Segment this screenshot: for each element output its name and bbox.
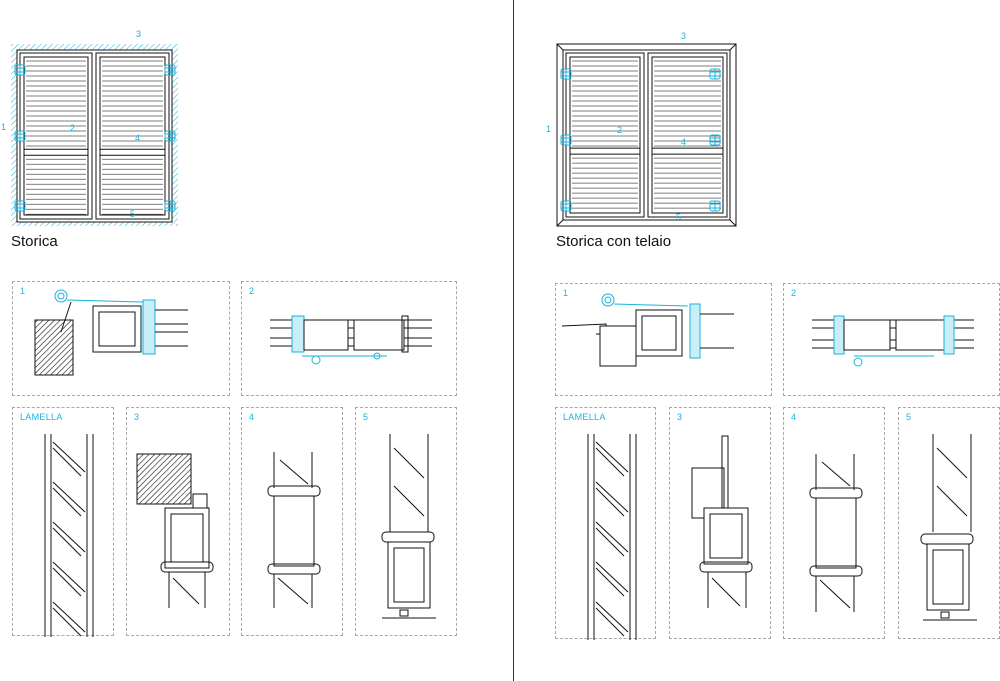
callout-1: 1: [1, 122, 7, 132]
left-title: Storica: [11, 233, 58, 250]
right-title: Storica con telaio: [556, 233, 672, 250]
panel-label: 1: [563, 288, 569, 298]
panel-label: 5: [363, 412, 369, 422]
left-detail-panel-1: 1: [12, 281, 230, 396]
callout-3: 3: [681, 31, 687, 41]
callout-5: 5: [676, 212, 682, 222]
left-detail-panel-2: 2: [241, 281, 457, 396]
callout-2: 2: [70, 123, 76, 133]
panel-label: LAMELLA: [20, 412, 63, 422]
panel-label: 2: [249, 286, 255, 296]
right-detail-panel-1: 1: [555, 283, 772, 396]
panel-label: LAMELLA: [563, 412, 606, 422]
callout-5: 5: [130, 209, 136, 219]
callout-2: 2: [617, 125, 623, 135]
panel-label: 3: [677, 412, 683, 422]
callout-4: 4: [681, 137, 687, 147]
right-detail-panel-lamella: LAMELLA: [555, 407, 656, 640]
right-elevation-drawing: [556, 43, 737, 227]
left-detail-panel-5: 5: [355, 407, 457, 636]
callout-4: 4: [135, 133, 141, 143]
panel-label: 4: [249, 412, 255, 422]
panel-label: 4: [791, 412, 797, 422]
left-detail-panel-4: 4: [241, 407, 343, 636]
panel-label: 5: [906, 412, 912, 422]
center-divider: [513, 0, 514, 681]
callout-1: 1: [546, 124, 552, 134]
callout-3: 3: [136, 29, 142, 39]
right-detail-panel-2: 2: [783, 283, 1000, 396]
right-detail-panel-5: 5: [898, 407, 1000, 639]
right-detail-panel-4: 4: [783, 407, 885, 639]
panel-label: 3: [134, 412, 140, 422]
left-detail-panel-3: 3: [126, 407, 230, 636]
left-detail-panel-lamella: LAMELLA: [12, 407, 114, 637]
right-detail-panel-3: 3: [669, 407, 771, 639]
left-elevation-drawing: [11, 44, 178, 226]
panel-label: 2: [791, 288, 797, 298]
panel-label: 1: [20, 286, 26, 296]
